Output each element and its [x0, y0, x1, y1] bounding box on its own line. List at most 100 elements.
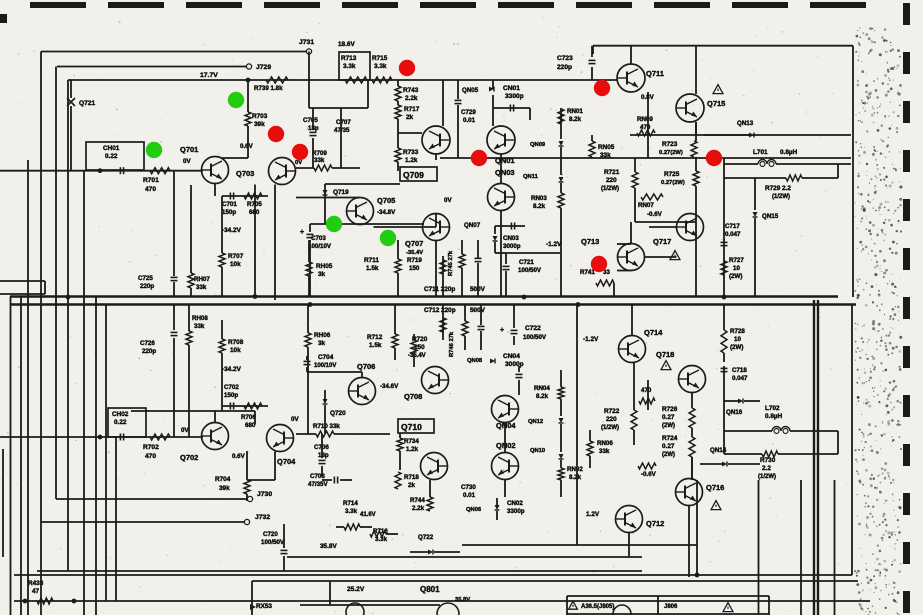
svg-text:-0.6V: -0.6V — [647, 211, 663, 218]
svg-text:0.047: 0.047 — [725, 231, 741, 238]
svg-text:CN01: CN01 — [503, 85, 520, 92]
svg-text:Q801: Q801 — [420, 585, 440, 594]
svg-text:0.22: 0.22 — [114, 419, 127, 426]
svg-text:470: 470 — [145, 453, 156, 460]
svg-text:0.6V: 0.6V — [240, 143, 254, 150]
svg-text:35.8V: 35.8V — [320, 543, 337, 550]
svg-text:QN13: QN13 — [737, 120, 754, 127]
svg-text:C705: C705 — [303, 117, 318, 124]
svg-text:Q722: Q722 — [418, 534, 434, 541]
svg-text:0.047: 0.047 — [732, 375, 748, 382]
svg-text:QN07: QN07 — [464, 222, 481, 229]
svg-text:R724: R724 — [662, 435, 678, 442]
svg-text:QN12: QN12 — [528, 419, 543, 425]
svg-text:-0.6V: -0.6V — [641, 471, 657, 478]
svg-text:CH02: CH02 — [112, 411, 129, 418]
svg-text:Q708: Q708 — [404, 392, 422, 401]
svg-text:R729 2.2: R729 2.2 — [765, 185, 791, 192]
svg-text:Q712: Q712 — [646, 519, 664, 528]
svg-text:35.8V: 35.8V — [455, 597, 470, 603]
svg-text:0.27(2W): 0.27(2W) — [661, 180, 685, 186]
svg-text:2.2: 2.2 — [762, 465, 771, 472]
svg-text:+: + — [300, 229, 304, 236]
svg-text:10: 10 — [734, 336, 741, 343]
svg-text:R721: R721 — [604, 169, 620, 176]
svg-text:RN04: RN04 — [534, 385, 550, 392]
svg-text:RH06: RH06 — [314, 332, 331, 339]
svg-text:33k: 33k — [314, 157, 325, 164]
svg-text:Q706: Q706 — [357, 362, 375, 371]
svg-text:-34.8V: -34.8V — [377, 209, 396, 216]
svg-text:RH07: RH07 — [194, 276, 210, 283]
svg-text:-1.2V: -1.2V — [546, 241, 562, 248]
svg-text:Q707: Q707 — [405, 239, 423, 248]
svg-text:RN02: RN02 — [567, 466, 583, 473]
svg-text:47/35V: 47/35V — [308, 481, 328, 488]
svg-text:R720: R720 — [412, 336, 428, 343]
svg-text:R705: R705 — [247, 201, 262, 208]
svg-text:-34.6V: -34.6V — [380, 383, 399, 390]
svg-text:C721: C721 — [519, 259, 534, 266]
svg-text:C730: C730 — [461, 484, 476, 491]
svg-text:QN15: QN15 — [762, 213, 779, 220]
svg-text:3300p: 3300p — [507, 508, 525, 515]
svg-text:150p: 150p — [222, 209, 236, 216]
svg-text:41.6V: 41.6V — [360, 512, 376, 518]
svg-text:220: 220 — [606, 416, 617, 423]
svg-text:R722: R722 — [604, 408, 620, 415]
svg-text:R733: R733 — [403, 149, 419, 156]
svg-text:R734: R734 — [404, 438, 419, 445]
svg-text:RN05: RN05 — [598, 144, 615, 151]
svg-text:100/10V: 100/10V — [314, 363, 336, 369]
svg-text:0.6V: 0.6V — [232, 453, 246, 460]
svg-text:QN14: QN14 — [710, 447, 727, 454]
svg-text:0.22: 0.22 — [105, 153, 118, 160]
svg-text:C723: C723 — [557, 55, 573, 62]
svg-text:2k: 2k — [406, 114, 414, 121]
svg-text:Q704: Q704 — [277, 457, 296, 466]
svg-text:(1/2W): (1/2W) — [758, 474, 776, 480]
svg-text:Q717: Q717 — [653, 237, 671, 246]
svg-text:25.2V: 25.2V — [347, 586, 365, 593]
svg-text:RN03: RN03 — [531, 195, 547, 202]
svg-text:QN06: QN06 — [466, 507, 482, 513]
svg-text:R702: R702 — [143, 444, 159, 451]
svg-text:RX53: RX53 — [256, 603, 272, 610]
svg-text:0.27: 0.27 — [662, 414, 675, 421]
svg-text:39k: 39k — [219, 485, 230, 492]
svg-text:R730: R730 — [760, 457, 776, 464]
svg-text:C712 220p: C712 220p — [424, 307, 456, 314]
svg-text:10k: 10k — [230, 261, 241, 268]
svg-text:33k: 33k — [600, 152, 611, 159]
svg-text:8.2k: 8.2k — [569, 474, 582, 481]
svg-text:470: 470 — [145, 186, 156, 193]
svg-text:-35.4V: -35.4V — [406, 250, 423, 256]
svg-text:2.2k: 2.2k — [412, 505, 425, 512]
svg-text:R723: R723 — [662, 141, 678, 148]
svg-text:R726: R726 — [662, 406, 678, 413]
svg-text:R745 27k: R745 27k — [448, 250, 454, 276]
svg-text:J806: J806 — [664, 604, 678, 610]
svg-text:150: 150 — [414, 344, 425, 351]
svg-text:CN04: CN04 — [503, 353, 520, 360]
svg-text:18.6V: 18.6V — [338, 41, 355, 48]
svg-text:CN02: CN02 — [507, 500, 523, 507]
svg-text:R708: R708 — [228, 339, 244, 346]
svg-text:Q701: Q701 — [180, 145, 198, 154]
svg-text:100/50V: 100/50V — [523, 334, 547, 341]
svg-text:R711: R711 — [364, 257, 379, 264]
svg-text:QN01: QN01 — [495, 156, 515, 165]
svg-text:Q716: Q716 — [706, 483, 724, 492]
svg-text:R713: R713 — [341, 55, 357, 62]
svg-text:RN07: RN07 — [638, 202, 654, 209]
svg-text:470: 470 — [641, 387, 652, 394]
svg-text:-35.4V: -35.4V — [408, 353, 426, 359]
svg-text:220p: 220p — [557, 64, 572, 71]
svg-text:3300p: 3300p — [505, 93, 524, 100]
svg-text:Q714: Q714 — [644, 328, 663, 337]
svg-text:QN04: QN04 — [496, 421, 516, 430]
svg-text:R728: R728 — [730, 328, 745, 335]
svg-text:8.2k: 8.2k — [533, 203, 546, 210]
svg-text:(1/2W): (1/2W) — [601, 186, 619, 192]
svg-text:500V: 500V — [470, 286, 486, 293]
